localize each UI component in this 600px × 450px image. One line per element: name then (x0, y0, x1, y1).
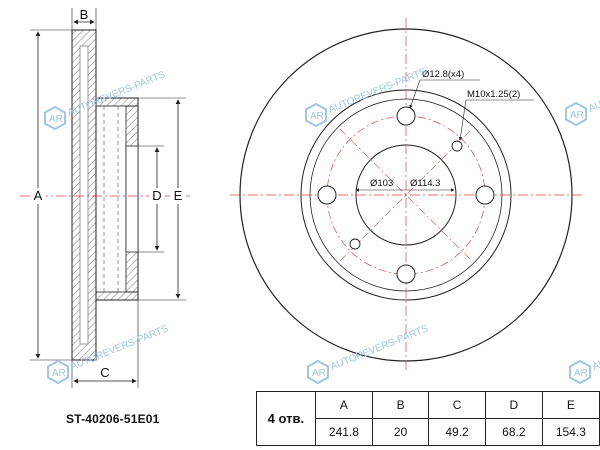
header-d: D (484, 391, 543, 419)
thread-hole (349, 238, 361, 250)
watermark-badge-icon (569, 359, 591, 385)
bolt-hole (396, 264, 416, 284)
table-value-row: 241.8 20 49.2 68.2 154.3 (257, 418, 600, 446)
watermark-badge-icon (565, 101, 587, 127)
watermark-logo-text: AR (52, 368, 66, 379)
header-e: E (541, 391, 600, 419)
vent-cavity (79, 45, 89, 345)
dim-a-label: A (34, 188, 43, 203)
watermark-logo-text: AR (310, 111, 324, 122)
header-a: A (314, 391, 374, 419)
header-b: B (372, 391, 430, 419)
bolt-hole (475, 185, 495, 205)
holes-count-cell: 4 отв. (256, 391, 316, 446)
dim-e-label: E (174, 188, 183, 203)
watermark-logo-text: AR (312, 368, 326, 379)
dimensions-table: 4 отв. A B C D E 241.8 20 49.2 68.2 154.… (256, 391, 600, 446)
pcd-callout: Ø114.3 (410, 178, 440, 189)
watermark-logo-text: AR (574, 368, 588, 379)
value-e: 154.3 (541, 418, 600, 446)
bolt-hole (317, 185, 337, 205)
watermark-badge-icon (47, 359, 69, 385)
hat-bore-gap (125, 145, 139, 253)
header-c: C (428, 391, 486, 419)
center-bore-callout: Ø103 (370, 178, 393, 189)
watermark-text: AUTOREVERS-PARTS (329, 323, 430, 372)
dim-b-label: B (80, 7, 89, 22)
watermark-text: AUTOREVERS-PARTS (327, 66, 428, 115)
bolt-hole-callout: Ø12.8(x4) (422, 69, 464, 80)
side-view: A B C D E (20, 7, 190, 388)
thread-callout: M10x1.25(2) (467, 89, 520, 100)
watermark-badge-icon (44, 105, 66, 131)
watermark-badge-icon (307, 359, 329, 385)
bolt-hole (396, 106, 416, 126)
watermark-text: AUTOREVERS-PARTS (587, 65, 600, 114)
part-number: ST-40206-51E01 (66, 412, 160, 426)
dim-c-label: C (100, 365, 109, 380)
hat-wall-bottom (95, 291, 139, 301)
dim-d-label: D (152, 188, 161, 203)
watermark-logo-text: AR (49, 114, 63, 125)
watermark-text: AUTOREVERS-PARTS (591, 323, 600, 372)
value-a: 241.8 (314, 418, 374, 446)
table-header-row: 4 отв. A B C D E (256, 391, 600, 446)
front-view: Ø12.8(x4) M10x1.25(2) Ø103 Ø114.3 (230, 18, 582, 372)
thread-hole (451, 140, 463, 152)
value-b: 20 (372, 418, 430, 446)
value-c: 49.2 (428, 418, 486, 446)
watermark-logo-text: AR (570, 110, 584, 121)
value-d: 68.2 (484, 418, 543, 446)
hat-wall-top (95, 97, 139, 107)
watermark-badge-icon (305, 102, 327, 128)
